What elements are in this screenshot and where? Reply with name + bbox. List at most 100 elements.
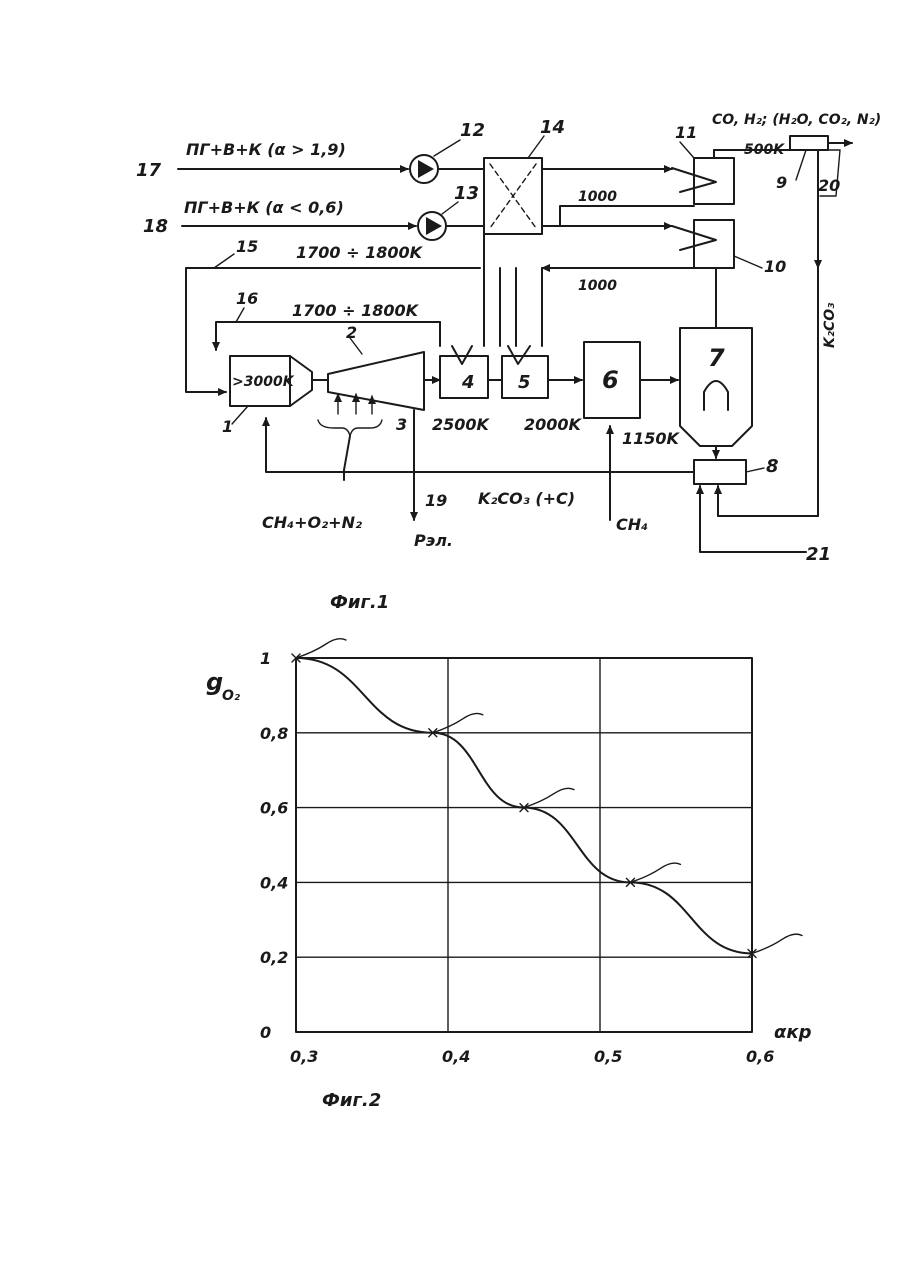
unit-9-label: 9 [776,173,787,192]
pump-12-leader [434,140,460,156]
separator-7: 7 [680,268,752,458]
y-tick-label: 0,2 [260,948,288,967]
chart-ticks: 0 0,2 0,4 0,6 0,8 1 0,3 0,4 0,5 0,6 [260,649,774,1066]
stream-17: 17 ПГ+В+К (α > 1,9) [136,140,408,181]
temp-1000-upper: 1000 [578,189,617,205]
unit-10-label: 10 [764,257,786,276]
stream-18: 18 ПГ+В+К (α < 0,6) [143,198,416,237]
stream-19-label: 19 [425,491,447,510]
y-tick-label: 0,6 [260,799,288,818]
fuel-brace [318,420,382,436]
y-tick-label: 0,4 [260,873,288,892]
data-point-leader [630,863,680,882]
line-1000-upper [542,206,694,226]
stream-21-line [700,486,806,552]
data-point-leader [752,934,802,953]
unit-7-inner-icon [704,381,728,410]
unit-7-label: 7 [708,344,725,372]
recycle-16-line [216,322,440,350]
regenerator-4: 4 2500K [432,346,491,434]
stream-18-label: 18 [143,216,168,237]
product-gas-label: CO, H₂; (H₂O, CO₂, N₂) [712,112,881,128]
temp-range-16: 1700 ÷ 1800K [292,301,420,320]
data-point-leader [296,639,346,658]
chart-grid [296,658,752,1032]
chart-series [292,639,802,958]
x-axis-label: αкр [774,1022,812,1043]
k2co3-bottom-label: K₂CO₃ (+C) [478,489,575,508]
unit-8-leader [746,468,764,472]
unit-6-label: 6 [602,366,619,394]
unit-8-box [694,460,746,484]
x-tick-label: 0,3 [290,1047,318,1066]
regenerator-5: 5 2000K [488,346,583,434]
fuel-mix-label: CH₄+O₂+N₂ [262,513,362,532]
figure-2-chart: 0 0,2 0,4 0,6 0,8 1 0,3 0,4 0,5 0,6 g O₂ αкр Фиг.… [206,639,812,1111]
unit-14-label: 14 [540,117,565,138]
recycle-15-leader [214,254,234,268]
unit-11-leader [680,142,694,158]
stream-20-label: 20 [818,176,840,195]
pump-12: 12 [410,120,485,183]
unit-9-box [790,136,828,150]
power-output-label: Pэл. [414,531,453,550]
temp-1150k: 1150K [622,429,681,448]
plot-frame [296,658,752,1032]
x-tick-label: 0,5 [594,1047,622,1066]
pump-13-triangle-icon [426,217,442,235]
recycle-16: 16 1700 ÷ 1800K [216,289,440,350]
temp-range-15: 1700 ÷ 1800K [296,243,424,262]
unit-14-leader [528,136,544,158]
figure-1-caption: Фиг.1 [330,592,389,613]
recycle-15-label: 15 [236,237,258,256]
data-point-leader [524,788,574,807]
temp-chamber: >3000K [232,374,295,390]
pump-12-triangle-icon [418,160,434,178]
heat-exchanger-14: 14 [484,117,565,234]
y-tick-label: 1 [260,649,271,668]
recycle-16-leader [236,308,244,322]
unit-13-label: 13 [454,183,479,204]
y-tick-label: 0,8 [260,724,288,743]
ch4-label: CH₄ [616,515,648,534]
unit-9-leader [796,150,806,180]
unit-10-leader [734,256,762,268]
pump-13: 13 [418,183,484,240]
k2co3-side-label: K₂CO₃ [822,303,838,348]
reactor-6: 6 1150K CH₄ [584,342,681,534]
unit-1-label: 1 [222,417,233,436]
fuel-feed-line [344,436,350,480]
unit-11-label: 11 [675,123,697,142]
temp-2500k: 2500K [432,415,491,434]
stream-21-label: 21 [806,544,831,565]
temp-500k: 500K [744,142,785,158]
unit-9: 9 CO, H₂; (H₂O, CO₂, N₂) 20 [712,112,881,196]
unit-4-label: 4 [461,372,475,393]
figure-1-process-scheme: 17 ПГ+В+К (α > 1,9) 18 ПГ+В+К (α < 0,6) … [136,112,881,613]
channel-2-body [328,352,424,410]
series-line [296,658,752,953]
y-axis-label-subscript: O₂ [222,688,241,704]
unit-8-label: 8 [766,456,779,477]
figure-2-caption: Фиг.2 [322,1090,381,1111]
unit-5-label: 5 [518,372,531,393]
y-axis-label: g [206,668,223,696]
unit-2-label: 2 [346,323,357,342]
y-tick-label: 0 [260,1023,271,1042]
data-point-leader [433,713,483,732]
regenerator-8: 8 K₂CO₃ (+C) 21 [266,418,831,565]
unit-1-leader [232,406,248,424]
x-tick-label: 0,4 [442,1047,470,1066]
x-tick-label: 0,6 [746,1047,774,1066]
heater-11: 11 [672,123,734,204]
temp-2000k: 2000K [524,415,583,434]
stream-18-composition: ПГ+В+К (α < 0,6) [184,198,344,217]
temp-1000-lower: 1000 [578,278,617,294]
unit-12-label: 12 [460,120,485,141]
unit-3-label: 3 [396,415,407,434]
recycle-16-label: 16 [236,289,258,308]
stream-17-composition: ПГ+В+К (α > 1,9) [186,140,346,159]
fuel-injection: CH₄+O₂+N₂ [262,394,382,532]
stream-17-label: 17 [136,160,162,181]
